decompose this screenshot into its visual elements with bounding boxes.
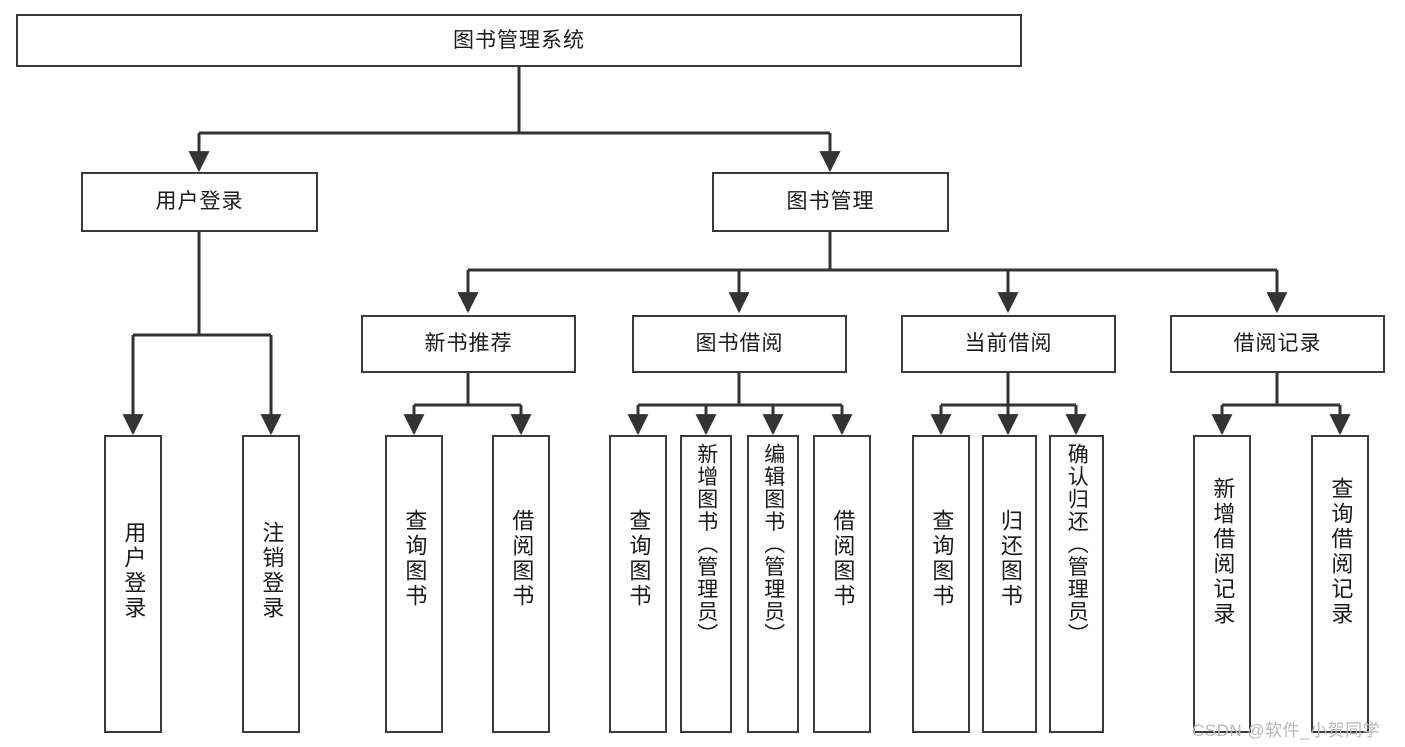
node-book-manage[interactable]: 图书管理 bbox=[712, 172, 949, 232]
node-current-borrow[interactable]: 当前借阅 bbox=[901, 315, 1116, 373]
node-borrow-record-label: 借阅记录 bbox=[1233, 332, 1322, 356]
node-root-label: 图书管理系统 bbox=[453, 28, 585, 52]
node-root[interactable]: 图书管理系统 bbox=[16, 14, 1022, 67]
node-leaf-query-book-1-label: 查询图书 bbox=[402, 509, 428, 609]
node-leaf-add-record-label: 新增借阅记录 bbox=[1210, 477, 1236, 627]
node-book-borrow[interactable]: 图书借阅 bbox=[632, 315, 847, 373]
node-leaf-add-record[interactable]: 新增借阅记录 bbox=[1193, 435, 1251, 733]
node-leaf-edit-book[interactable]: 编辑图书（管理员） bbox=[747, 435, 799, 733]
node-new-book-recommend-label: 新书推荐 bbox=[424, 332, 513, 356]
node-leaf-return-book[interactable]: 归还图书 bbox=[982, 435, 1037, 733]
node-leaf-borrow-book-1-label: 借阅图书 bbox=[509, 509, 535, 609]
node-book-borrow-label: 图书借阅 bbox=[695, 332, 784, 356]
node-leaf-return-book-label: 归还图书 bbox=[997, 509, 1023, 609]
node-leaf-query-book-1[interactable]: 查询图书 bbox=[385, 435, 443, 733]
node-borrow-record[interactable]: 借阅记录 bbox=[1170, 315, 1385, 373]
node-new-book-recommend[interactable]: 新书推荐 bbox=[361, 315, 576, 373]
node-user-login-label: 用户登录 bbox=[155, 190, 244, 214]
node-leaf-borrow-book-1[interactable]: 借阅图书 bbox=[492, 435, 550, 733]
node-leaf-add-book-label: 新增图书（管理员） bbox=[694, 443, 718, 646]
node-leaf-query-book-2[interactable]: 查询图书 bbox=[609, 435, 667, 733]
node-leaf-borrow-book-2[interactable]: 借阅图书 bbox=[813, 435, 871, 733]
node-leaf-user-logout[interactable]: 注销登录 bbox=[242, 435, 300, 733]
node-current-borrow-label: 当前借阅 bbox=[964, 332, 1053, 356]
node-leaf-query-book-3-label: 查询图书 bbox=[929, 509, 955, 609]
node-leaf-query-book-2-label: 查询图书 bbox=[626, 509, 652, 609]
node-user-login[interactable]: 用户登录 bbox=[81, 172, 318, 232]
node-leaf-query-book-3[interactable]: 查询图书 bbox=[912, 435, 970, 733]
node-book-manage-label: 图书管理 bbox=[786, 190, 875, 214]
node-leaf-borrow-book-2-label: 借阅图书 bbox=[830, 509, 856, 609]
node-leaf-user-login-label: 用户登录 bbox=[121, 521, 147, 621]
node-leaf-user-logout-label: 注销登录 bbox=[259, 521, 285, 621]
node-leaf-query-record-label: 查询借阅记录 bbox=[1328, 477, 1354, 627]
node-leaf-confirm-return-label: 确认归还（管理员） bbox=[1065, 443, 1089, 646]
watermark: CSDN @软件_小贺同学 bbox=[1192, 721, 1381, 740]
node-leaf-edit-book-label: 编辑图书（管理员） bbox=[761, 443, 785, 646]
node-leaf-add-book[interactable]: 新增图书（管理员） bbox=[680, 435, 732, 733]
node-leaf-user-login[interactable]: 用户登录 bbox=[104, 435, 162, 733]
node-leaf-query-record[interactable]: 查询借阅记录 bbox=[1311, 435, 1369, 733]
node-leaf-confirm-return[interactable]: 确认归还（管理员） bbox=[1049, 435, 1104, 733]
